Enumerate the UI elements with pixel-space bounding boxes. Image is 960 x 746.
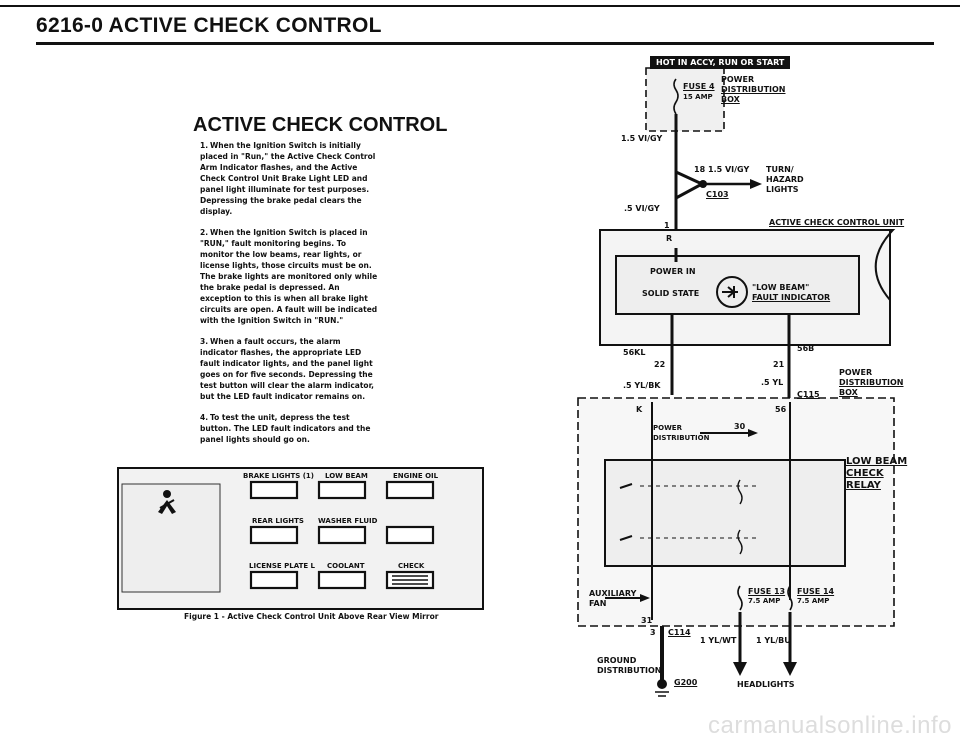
turn-hazard-2: HAZARD (766, 175, 804, 184)
g200-ground-point (657, 679, 667, 689)
relay-coil-box (604, 459, 846, 567)
fuse4-label: FUSE 4 (683, 82, 715, 91)
arrow-headlight-left (733, 662, 747, 676)
section-title: ACTIVE CHECK CONTROL (193, 114, 448, 136)
instruction-step-2: 2.When the Ignition Switch is placed in … (200, 227, 380, 326)
solid-state-label: SOLID STATE (642, 289, 700, 298)
step-text: When a fault occurs, the alarm indicator… (200, 337, 375, 401)
panel-label-brake-lights: BRAKE LIGHTS (1) (243, 472, 314, 480)
pin-1: 1 (664, 221, 670, 230)
led-indicator-grid (249, 480, 435, 590)
watermark: carmanualsonline.info (708, 712, 952, 739)
connector-c115: C115 (797, 390, 820, 399)
fault-indicator-2: FAULT INDICATOR (752, 293, 831, 302)
ground-g200: G200 (674, 678, 698, 687)
panel-label-engine-oil: ENGINE OIL (393, 472, 439, 480)
pin-18: 18 (694, 165, 706, 174)
panel-label-check: CHECK (398, 562, 425, 570)
fault-led-symbol (716, 276, 748, 308)
power-dist-right-1: POWER (839, 368, 873, 377)
seatbelt-person-icon (158, 490, 176, 514)
panel-label-low-beam: LOW BEAM (325, 472, 368, 480)
pin-k: K (636, 405, 643, 414)
arrow-to-turn-hazard (750, 179, 762, 189)
power-dist-inner-1: POWER (653, 424, 682, 432)
step-text: When the Ignition Switch is initially pl… (200, 141, 376, 216)
step-text: When the Ignition Switch is placed in "R… (200, 228, 378, 325)
power-source-banner: HOT IN ACCY, RUN OR START (650, 56, 791, 69)
step-number: 2. (200, 228, 209, 237)
step-number: 1. (200, 141, 209, 150)
turn-hazard-1: TURN/ (766, 165, 794, 174)
pin-30: 30 (734, 422, 746, 431)
aux-fan-2: FAN (589, 599, 607, 608)
instruction-list: 1.When the Ignition Switch is initially … (200, 140, 380, 455)
instruction-step-3: 3.When a fault occurs, the alarm indicat… (200, 336, 380, 402)
aux-fan-1: AUXILIARY (589, 589, 637, 598)
panel-label-washer-fluid: WASHER FLUID (318, 517, 378, 525)
fuse13-label: FUSE 13 (748, 587, 786, 596)
headlights-label: HEADLIGHTS (737, 680, 795, 689)
step-text: To test the unit, depress the test butto… (200, 413, 371, 444)
power-dist-top-3: BOX (721, 95, 740, 104)
relay-label-3: RELAY (846, 480, 881, 491)
relay-label-1: LOW BEAM (846, 456, 908, 467)
pin-22: 22 (654, 360, 666, 369)
fuse4-symbol (673, 78, 679, 115)
ground-dist-2: DISTRIBUTION (597, 666, 662, 675)
connector-c114: C114 (668, 628, 691, 637)
power-dist-inner-2: DISTRIBUTION (653, 434, 710, 442)
fuse14-symbol (787, 585, 793, 611)
fuse13-amp: 7.5 AMP (748, 597, 781, 605)
pin-56: 56 (775, 405, 787, 414)
panel-label-rear-lights: REAR LIGHTS (252, 517, 304, 525)
wire-label-yl: .5 YL (761, 378, 784, 387)
solid-state-module (615, 255, 860, 315)
pin-56kl: 56KL (623, 348, 646, 357)
pin-21: 21 (773, 360, 785, 369)
wire-label-yl-bu: 1 YL/BU (756, 636, 791, 645)
unit-title: ACTIVE CHECK CONTROL UNIT (769, 218, 905, 227)
arrow-headlight-right (783, 662, 797, 676)
fuse4-amp: 15 AMP (683, 93, 713, 101)
wire-label-3: .5 VI/GY (624, 204, 660, 213)
wire-label-2: 1.5 VI/GY (708, 165, 750, 174)
power-in-label: POWER IN (650, 267, 696, 276)
power-dist-top-1: POWER (721, 75, 755, 84)
wire-label-yl-bk: .5 YL/BK (623, 381, 661, 390)
turn-hazard-3: LIGHTS (766, 185, 799, 194)
header-rule (36, 42, 934, 45)
fuse14-amp: 7.5 AMP (797, 597, 830, 605)
instruction-step-4: 4.To test the unit, depress the test but… (200, 412, 380, 445)
panel-label-license-plate: LICENSE PLATE L (249, 562, 316, 570)
wire-label-1: 1.5 VI/GY (621, 134, 663, 143)
check-button-hatch (392, 575, 428, 585)
figure-caption: Figure 1 - Active Check Control Unit Abo… (184, 612, 439, 621)
pin-3: 3 (650, 628, 656, 637)
power-dist-top-2: DISTRIBUTION (721, 85, 786, 94)
pin-31: 31 (641, 616, 653, 625)
fuse13-symbol (737, 585, 743, 611)
power-dist-right-2: DISTRIBUTION (839, 378, 904, 387)
connector-c103: C103 (706, 190, 729, 199)
step-number: 4. (200, 413, 209, 422)
top-rule (0, 5, 960, 7)
power-dist-right-3: BOX (839, 388, 858, 397)
page-title: 6216-0 ACTIVE CHECK CONTROL (36, 14, 382, 37)
panel-label-coolant: COOLANT (327, 562, 365, 570)
ground-dist-1: GROUND (597, 656, 637, 665)
wire-label-yl-wt: 1 YL/WT (700, 636, 737, 645)
pin-56b: 56B (797, 344, 815, 353)
fuse14-label: FUSE 14 (797, 587, 835, 596)
pin-r: R (666, 234, 673, 243)
panel-light-area (121, 483, 221, 593)
fault-indicator-1: "LOW BEAM" (752, 283, 810, 292)
instruction-step-1: 1.When the Ignition Switch is initially … (200, 140, 380, 217)
step-number: 3. (200, 337, 209, 346)
relay-label-2: CHECK (846, 468, 884, 479)
